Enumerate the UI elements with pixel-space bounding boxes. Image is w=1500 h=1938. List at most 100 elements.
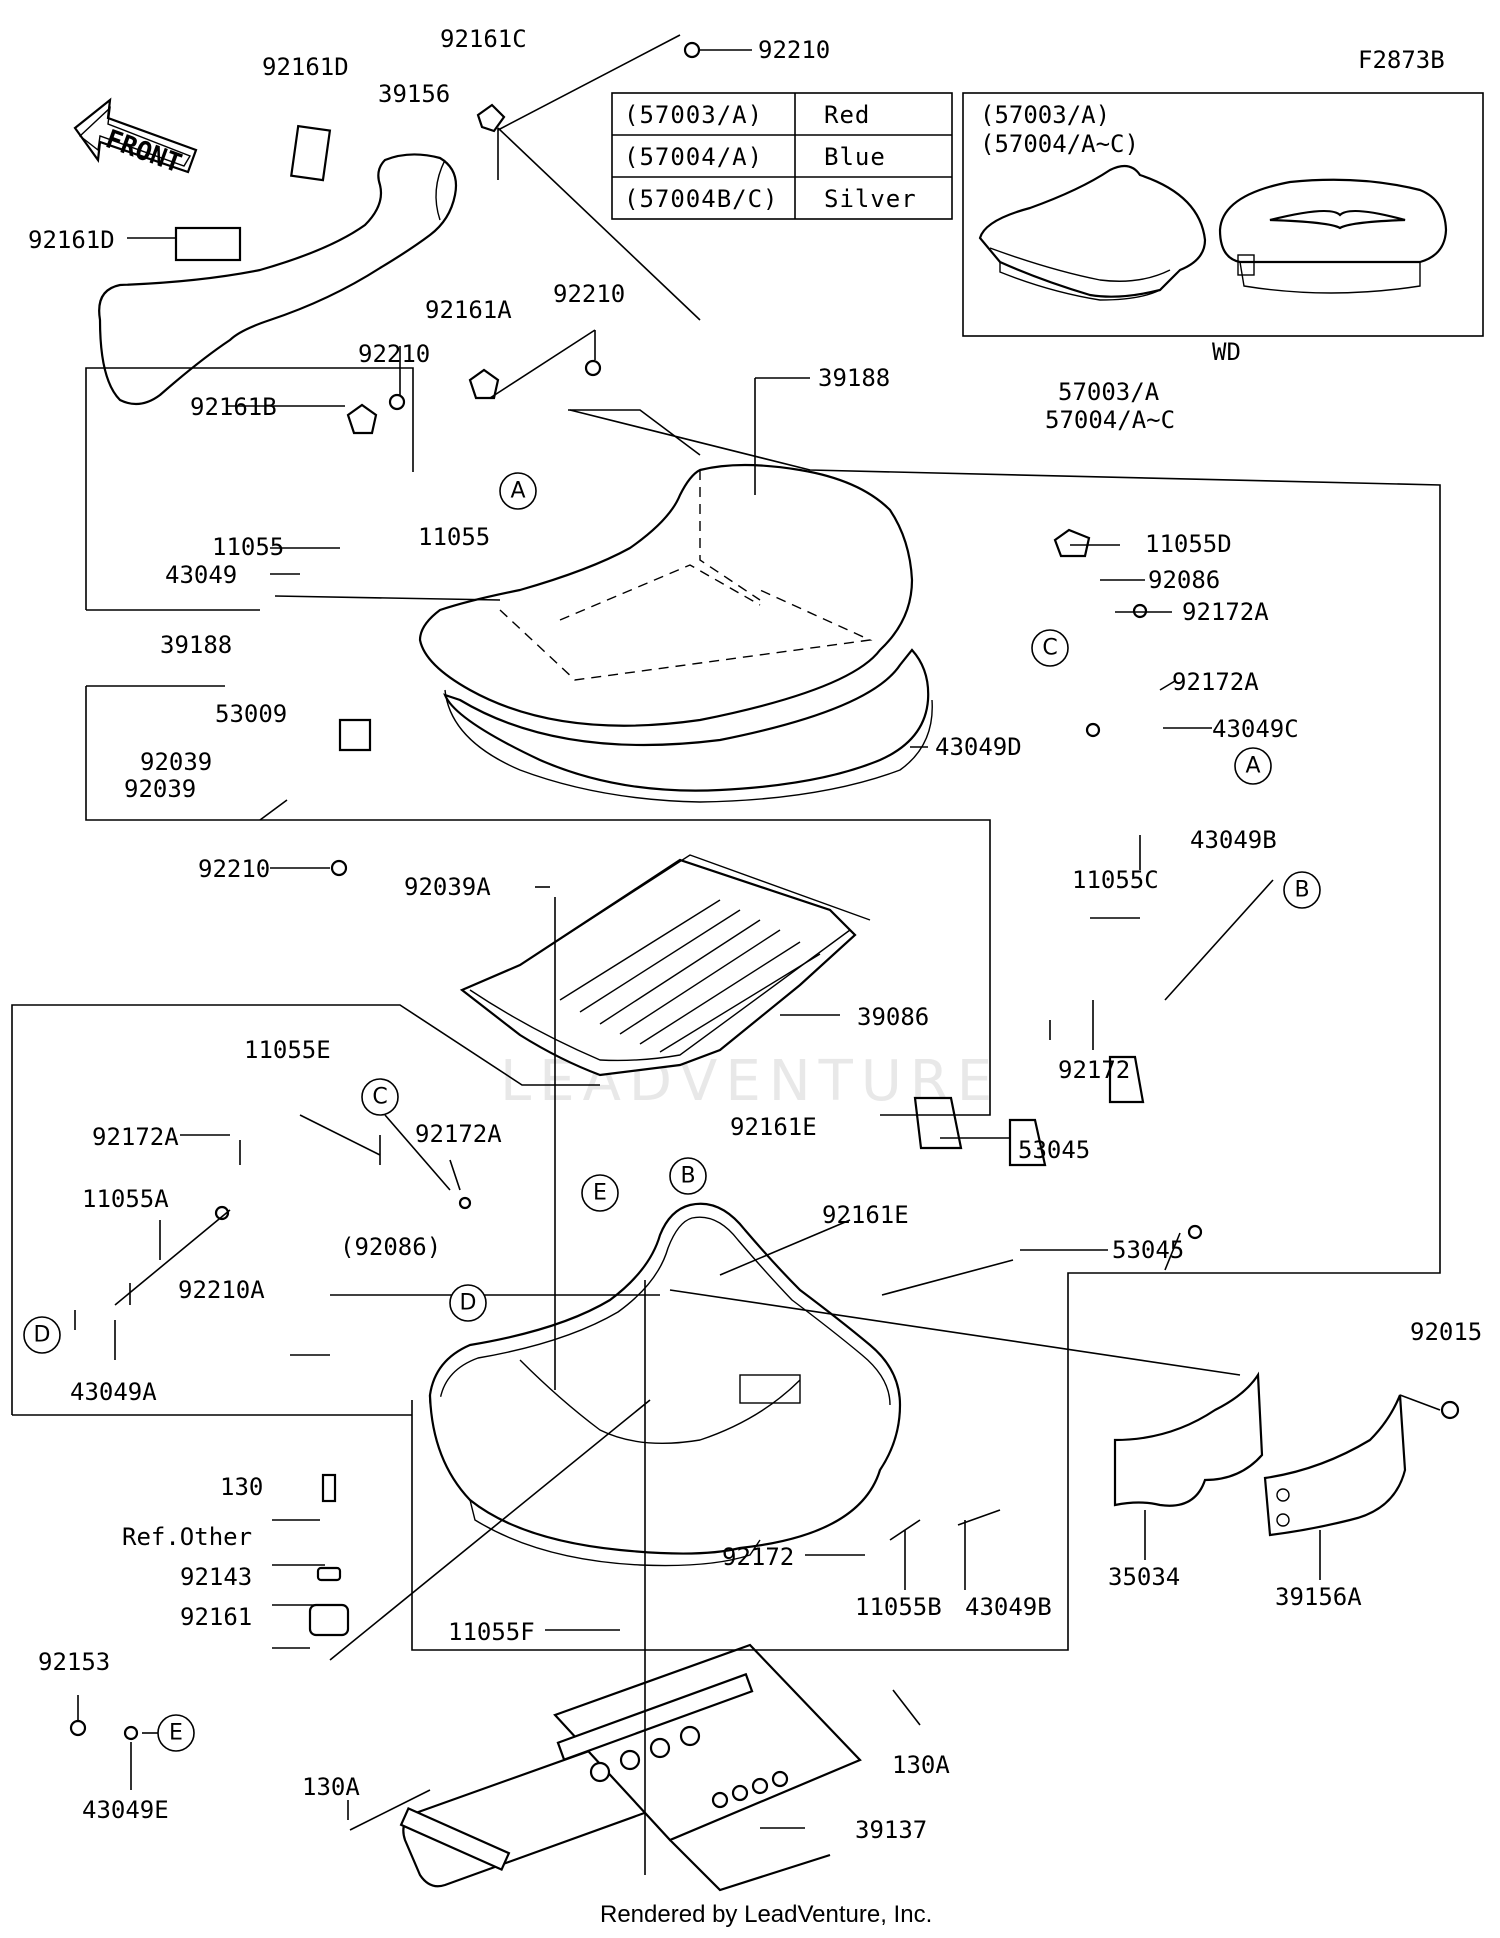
label-130A-a: 130A — [892, 1751, 950, 1779]
label-92172A-d: 92172A — [415, 1120, 502, 1148]
label-92161B: 92161B — [190, 393, 277, 421]
label-92161A: 92161A — [425, 296, 512, 324]
label-92039-a: 92039 — [140, 748, 212, 776]
label-11055B: 11055B — [855, 1593, 942, 1621]
carrier-frame-part — [399, 1643, 862, 1892]
ref-circle-C-2: C — [361, 1078, 399, 1116]
label-130: 130 — [220, 1473, 263, 1501]
label-39086: 39086 — [857, 1003, 929, 1031]
table-color-1: Red — [824, 101, 870, 129]
svg-text:C: C — [1042, 636, 1057, 661]
svg-text:E: E — [593, 1181, 607, 1206]
label-11055F: 11055F — [448, 1618, 535, 1646]
label-92161C: 92161C — [440, 25, 527, 53]
label-35034: 35034 — [1108, 1563, 1180, 1591]
tray-part — [459, 854, 871, 1077]
label-43049: 43049 — [165, 561, 237, 589]
ref-circle-D-2: D — [23, 1316, 61, 1354]
label-92210-b: 92210 — [553, 280, 625, 308]
label-ref-other: Ref.Other — [122, 1523, 252, 1551]
svg-text:E: E — [169, 1721, 183, 1746]
label-130A-b: 130A — [302, 1773, 360, 1801]
label-43049B-a: 43049B — [1190, 826, 1277, 854]
label-92161E-b: 92161E — [822, 1201, 909, 1229]
label-92172A-c: 92172A — [92, 1123, 179, 1151]
table-code-3: (57004B/C) — [624, 185, 779, 213]
ref-circle-A-2: A — [1234, 747, 1272, 785]
label-53045-b: 53045 — [1112, 1236, 1184, 1264]
label-53009: 53009 — [215, 700, 287, 728]
label-92172-b: 92172 — [722, 1543, 794, 1571]
fastener-icons — [69, 41, 1460, 1741]
label-92161D-b: 92161D — [28, 226, 115, 254]
svg-text:B: B — [1294, 878, 1309, 903]
label-11055A: 11055A — [82, 1185, 169, 1213]
label-43049D: 43049D — [935, 733, 1022, 761]
label-11055-a: 11055 — [212, 533, 284, 561]
label-39156A: 39156A — [1275, 1583, 1362, 1611]
inset-caption: WD — [1212, 338, 1241, 366]
label-39156: 39156 — [378, 80, 450, 108]
inset-line2: (57004/A~C) — [980, 130, 1139, 158]
label-43049E: 43049E — [82, 1796, 169, 1824]
pad-part — [98, 124, 458, 406]
label-92015: 92015 — [1410, 1318, 1482, 1346]
ref-circle-B-1: B — [1283, 871, 1321, 909]
front-arrow-icon — [73, 97, 198, 174]
svg-text:A: A — [1245, 754, 1260, 779]
inset-box — [962, 92, 1484, 337]
label-39188-top: 39188 — [818, 364, 890, 392]
label-92039A: 92039A — [404, 873, 491, 901]
label-11055-b: 11055 — [418, 523, 490, 551]
table-code-1: (57003/A) — [624, 101, 763, 129]
label-43049A: 43049A — [70, 1378, 157, 1406]
panels-part — [1113, 1371, 1407, 1537]
label-43049C: 43049C — [1212, 715, 1299, 743]
ref-circle-C-1: C — [1031, 629, 1069, 667]
svg-text:A: A — [510, 479, 525, 504]
label-53045-a: 53045 — [1018, 1136, 1090, 1164]
ref-circle-A-1: A — [499, 472, 537, 510]
table-color-3: Silver — [824, 185, 917, 213]
inset-line1: (57003/A) — [980, 101, 1110, 129]
color-table — [611, 92, 953, 220]
label-92161: 92161 — [180, 1603, 252, 1631]
table-code-2: (57004/A) — [624, 143, 763, 171]
label-43049B-b: 43049B — [965, 1593, 1052, 1621]
label-39188-b: 39188 — [160, 631, 232, 659]
ref-circle-D-1: D — [449, 1284, 487, 1322]
label-92210-d: 92210 — [198, 855, 270, 883]
label-92172A-b: 92172A — [1172, 668, 1259, 696]
label-92086: 92086 — [1148, 566, 1220, 594]
case-body-part — [428, 1202, 902, 1567]
label-57004AC: 57004/A~C — [1045, 406, 1175, 434]
label-92153: 92153 — [38, 1648, 110, 1676]
label-92210-top: 92210 — [758, 36, 830, 64]
svg-text:D: D — [34, 1323, 51, 1348]
svg-text:C: C — [372, 1085, 387, 1110]
label-11055E: 11055E — [244, 1036, 331, 1064]
label-11055C: 11055C — [1072, 866, 1159, 894]
label-92039-b: 92039 — [124, 775, 196, 803]
label-39137: 39137 — [855, 1816, 927, 1844]
label-92210-c: 92210 — [358, 340, 430, 368]
label-92210A: 92210A — [178, 1276, 265, 1304]
label-92086-paren: (92086) — [340, 1233, 441, 1261]
label-57003A: 57003/A — [1058, 378, 1160, 406]
diagram-code: F2873B — [1358, 46, 1445, 74]
ref-circle-B-2: B — [669, 1157, 707, 1195]
label-92172-a: 92172 — [1058, 1056, 1130, 1084]
ref-circle-E-2: E — [157, 1714, 195, 1752]
label-92172A-a: 92172A — [1182, 598, 1269, 626]
label-92161D-a: 92161D — [262, 53, 349, 81]
table-color-2: Blue — [824, 143, 886, 171]
leader-lines — [11, 34, 1441, 1875]
label-92161E-a: 92161E — [730, 1113, 817, 1141]
footer-credit: Rendered by LeadVenture, Inc. — [600, 1901, 932, 1928]
lid-part — [418, 463, 933, 803]
label-92143: 92143 — [180, 1563, 252, 1591]
ref-circle-E-1: E — [581, 1174, 619, 1212]
svg-text:D: D — [460, 1291, 477, 1316]
svg-text:B: B — [680, 1164, 695, 1189]
